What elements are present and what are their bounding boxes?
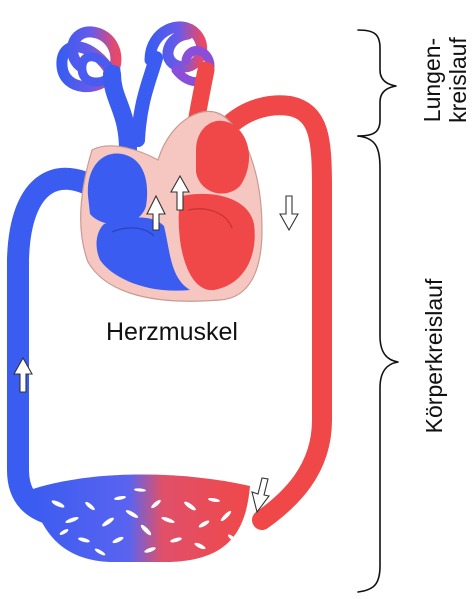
pulmonary-circuit-label-line1: Lungen- <box>419 38 445 122</box>
brace-lung-circuit <box>358 30 396 136</box>
arrow-aorta-down <box>280 196 298 230</box>
lung-capillaries <box>62 27 210 87</box>
pulmonary-artery-branch <box>138 58 156 140</box>
brace-body-circuit <box>358 136 398 592</box>
pulmonary-circuit-label-line2: kreislauf <box>445 37 471 123</box>
right-atrium <box>88 153 147 224</box>
left-atrium <box>196 121 249 194</box>
body-capillaries <box>30 474 250 562</box>
systemic-circuit-label: Körperkreislauf <box>421 278 447 433</box>
heart <box>81 111 262 301</box>
heart-muscle-label: Herzmuskel <box>106 318 238 346</box>
